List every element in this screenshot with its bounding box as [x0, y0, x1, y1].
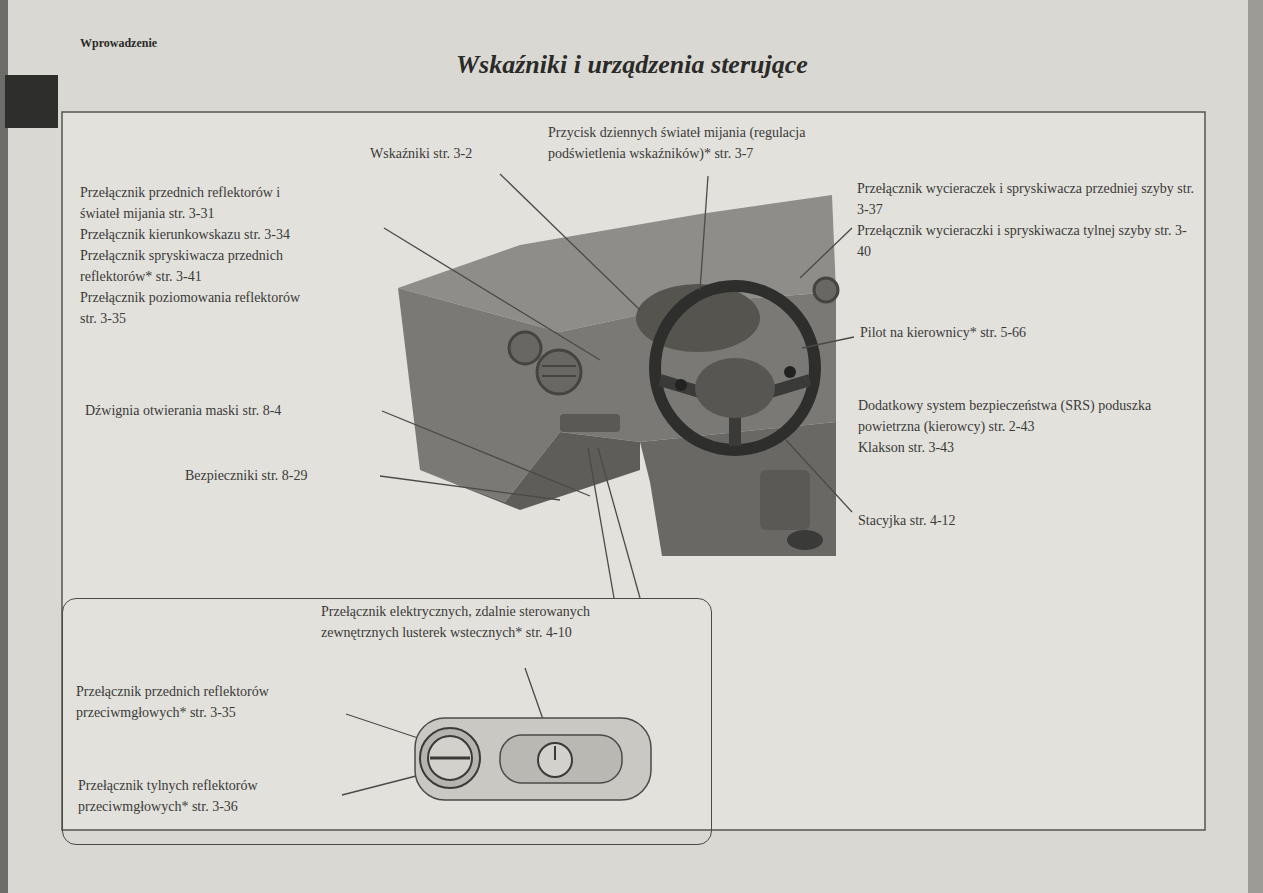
callout-label: Pilot na kierownicy* str. 5-66 — [860, 322, 1190, 343]
callout-label: Przełącznik kierunkowskazu str. 3-34 — [80, 224, 380, 245]
page-edge — [0, 0, 8, 893]
inset-label: Przełącznik tylnych reflektorów przeciwm… — [78, 775, 363, 817]
callout-label: Klakson str. 3-43 — [858, 437, 1188, 458]
callout-label: Przełącznik poziomowania reflektorów str… — [80, 287, 302, 329]
callout-label: Wskaźniki str. 3-2 — [370, 143, 472, 164]
callout-label: Przełącznik wycieraczki i spryskiwacza t… — [857, 220, 1197, 262]
callout-label: Bezpieczniki str. 8-29 — [185, 465, 375, 486]
callout-label: Przełącznik spryskiwacza przednich refle… — [80, 245, 312, 287]
dashboard-illustration — [398, 195, 838, 556]
callout-label: Przełącznik wycieraczek i spryskiwacza p… — [857, 178, 1197, 220]
inset-label: Przełącznik elektrycznych, zdalnie stero… — [321, 601, 661, 643]
main-frame — [62, 112, 1205, 830]
callout-label: Stacyjka str. 4-12 — [858, 510, 1188, 531]
callout-label: Przełącznik przednich reflektorów i świa… — [80, 182, 312, 224]
page-title: Wskaźniki i urządzenia sterujące — [456, 50, 808, 80]
section-header: Wprowadzenie — [80, 36, 157, 51]
callout-label: Przycisk dziennych świateł mijania (regu… — [548, 122, 868, 164]
leader-lines — [342, 174, 854, 795]
inset-label: Przełącznik przednich reflektorów przeci… — [76, 681, 366, 723]
section-tab — [5, 75, 58, 128]
inset-box: Przełącznik elektrycznych, zdalnie stero… — [62, 598, 712, 845]
page-edge — [1248, 0, 1263, 893]
callout-label: Dodatkowy system bezpieczeństwa (SRS) po… — [858, 395, 1188, 437]
callout-label: Dźwignia otwierania maski str. 8-4 — [85, 400, 375, 421]
switch-panel — [415, 718, 651, 800]
